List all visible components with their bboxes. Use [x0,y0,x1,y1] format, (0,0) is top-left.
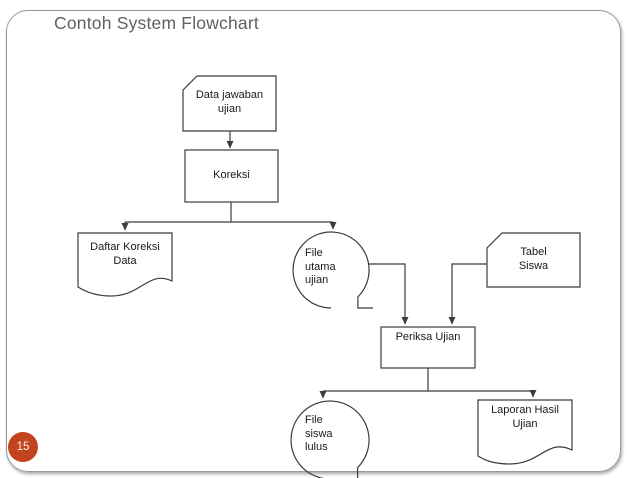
magnetic-tape-shape-file-siswa-lulus [290,400,370,478]
node-label-tabel-siswa: Tabel Siswa [518,246,549,272]
page-number-badge: 15 [8,432,38,462]
node-label-data-jawaban-ujian: Data jawaban ujian [195,89,264,115]
slide-border [6,10,621,472]
slide-title: Contoh System Flowchart [54,13,259,33]
magnetic-tape-shape-file-utama-ujian [292,231,373,309]
node-label-periksa-ujian: Periksa Ujian [395,331,461,343]
node-label-daftar-koreksi-data: Daftar Koreksi Data [90,241,160,267]
arrow-file-utama-to-periksa [369,263,409,325]
arrow-tabel-siswa-to-periksa [448,263,487,325]
page-number: 15 [16,441,30,453]
document-shape-daftar-koreksi-data [77,232,173,297]
card-shape-tabel-siswa [486,232,581,288]
connector-koreksi-branch [125,202,333,223]
document-shape-laporan-hasil-ujian [477,399,573,465]
connector-periksa-branch [323,368,533,392]
node-label-laporan-hasil-ujian: Laporan Hasil Ujian [491,404,559,430]
node-label-koreksi: Koreksi [213,169,250,181]
node-label-file-utama-ujian: File utama ujian [305,247,336,286]
node-label-file-siswa-lulus: File siswa lulus [305,414,333,453]
